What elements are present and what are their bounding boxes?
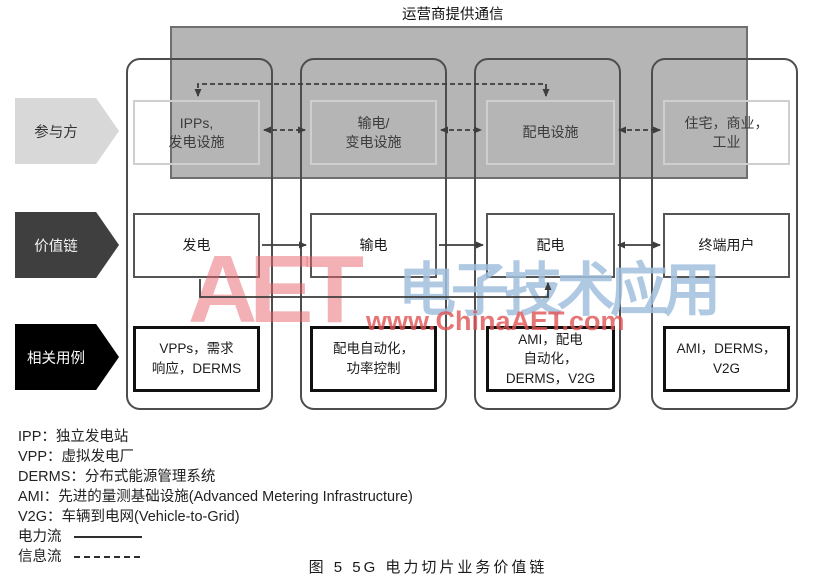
info-flow-line-sample <box>73 556 140 559</box>
legend-item-v2g: V2G：车辆到电网(Vehicle-to-Grid) <box>18 509 240 525</box>
column-endusers <box>651 58 798 410</box>
usecase-box-distribution: AMI，配电 自动化， DERMS，V2G <box>486 326 615 392</box>
watermark-url: www.ChinaAET.com <box>366 306 625 336</box>
comm-band-label: 运营商提供通信 <box>402 7 504 23</box>
column-distribution <box>474 58 621 410</box>
row-label-participants: 参与方 <box>15 98 119 164</box>
legend-item-derms: DERMS：分布式能源管理系统 <box>18 469 216 485</box>
legend-item-ami: AMI：先进的量测基础设施(Advanced Metering Infrastr… <box>18 489 413 505</box>
usecase-box-endusers: AMI，DERMS， V2G <box>663 326 790 392</box>
row-label-valuechain: 价值链 <box>15 212 119 278</box>
usecase-box-transmission: 配电自动化， 功率控制 <box>310 326 437 392</box>
participant-box-residential: 住宅，商业， 工业 <box>663 100 790 165</box>
participant-box-transmission: 输电/ 变电设施 <box>310 100 437 165</box>
watermark-logo: AET <box>188 236 364 343</box>
row-label-usecases: 相关用例 <box>15 324 119 390</box>
info-flow-row: 信息流 <box>18 547 413 567</box>
column-generation <box>126 58 273 410</box>
info-flow-label: 信息流 <box>18 549 62 566</box>
column-transmission <box>300 58 447 410</box>
valuechain-box-transmission: 输电 <box>310 213 437 278</box>
participant-box-ipps: IPPs, 发电设施 <box>133 100 260 165</box>
figure-caption: 图 5 5G 电力切片业务价值链 <box>308 559 548 576</box>
valuechain-box-generation: 发电 <box>133 213 260 278</box>
participant-box-distribution: 配电设施 <box>486 100 615 165</box>
valuechain-box-endusers: 终端用户 <box>663 213 790 278</box>
legend: IPP：独立发电站 VPP：虚拟发电厂 DERMS：分布式能源管理系统 AMI：… <box>18 427 413 567</box>
legend-item-ipp: IPP：独立发电站 <box>18 429 129 445</box>
power-flow-line-sample <box>73 536 142 539</box>
power-flow-row: 电力流 <box>18 527 413 547</box>
valuechain-box-distribution: 配电 <box>486 213 615 278</box>
power-flow-label: 电力流 <box>18 529 62 546</box>
legend-item-vpp: VPP：虚拟发电厂 <box>18 449 135 465</box>
usecase-box-generation: VPPs，需求 响应，DERMS <box>133 326 260 392</box>
